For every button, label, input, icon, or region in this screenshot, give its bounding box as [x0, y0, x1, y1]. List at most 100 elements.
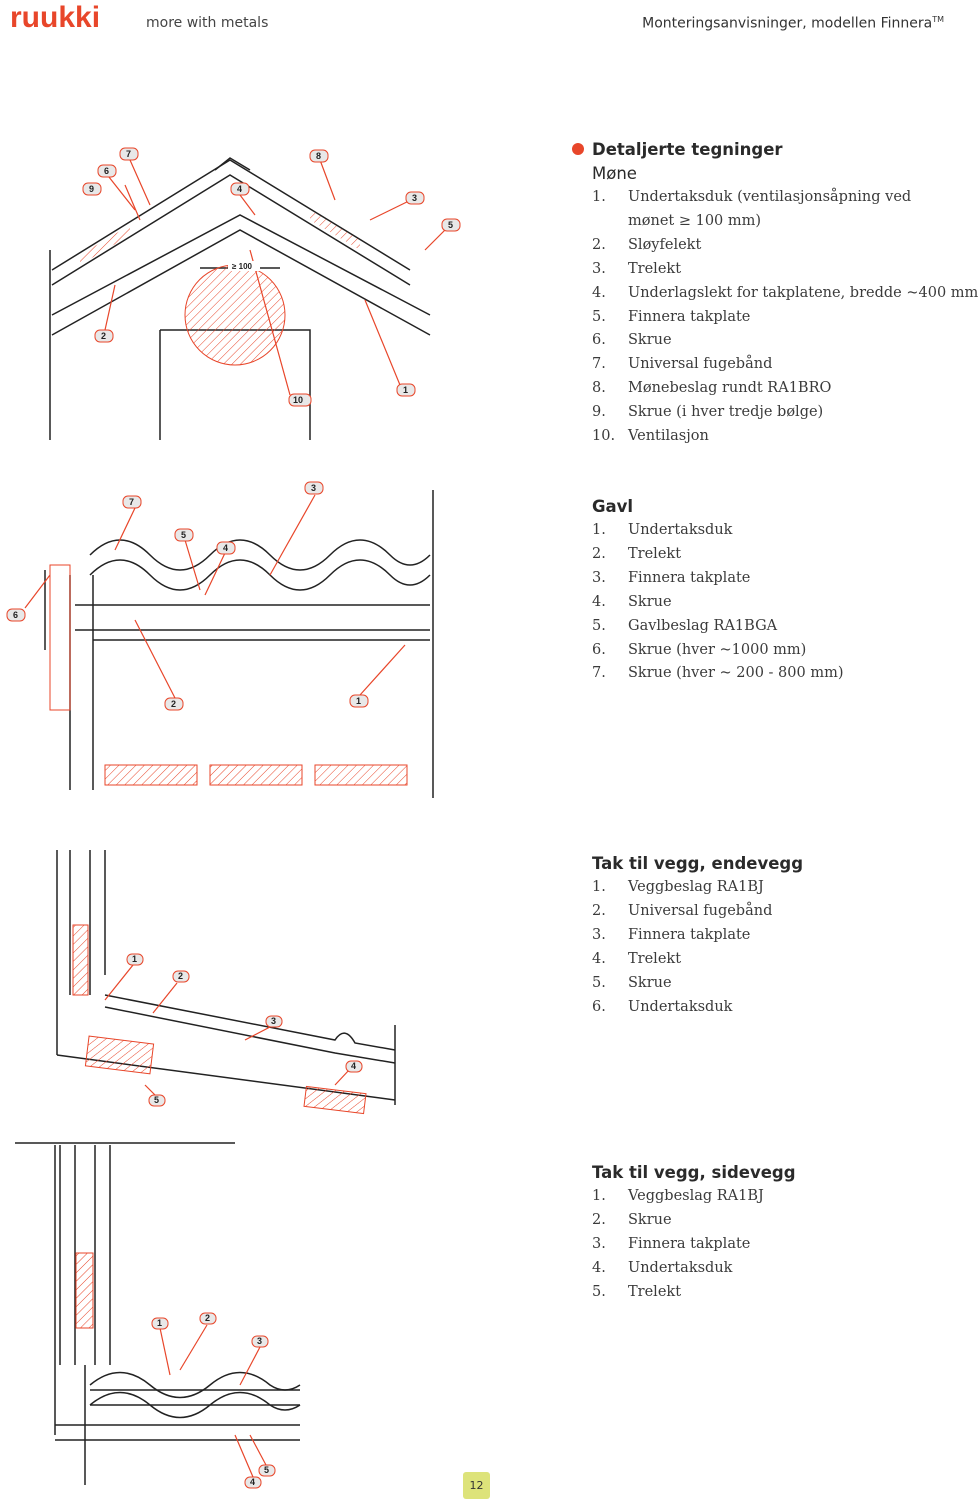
svg-text:1: 1: [403, 385, 408, 395]
list-item: 1.Undertaksduk (ventilasjonsåpning ved: [592, 189, 912, 205]
gable-drawing: 7 3 5 4 6 2 1: [6, 481, 434, 798]
callout-3: 3: [304, 481, 324, 495]
section-bullet: [572, 143, 584, 155]
svg-text:4: 4: [223, 543, 228, 553]
page-number: 12: [463, 1472, 490, 1499]
list-item: 5.Gavlbeslag RA1BGA: [592, 617, 778, 634]
list-item: 2.Universal fugebånd: [592, 902, 773, 919]
svg-text:3: 3: [412, 193, 417, 203]
svg-text:2: 2: [178, 971, 183, 981]
callout-4: 4: [230, 182, 250, 196]
trademark: TM: [932, 15, 944, 24]
callout-6: 6: [97, 164, 117, 178]
callout-3: 3: [405, 191, 425, 205]
svg-text:8: 8: [316, 151, 321, 161]
callout-2: 2: [172, 970, 190, 983]
callout-4: 4: [244, 1476, 262, 1489]
section-sidewall: Tak til vegg, sidevegg 1.Veggbeslag RA1B…: [592, 1161, 796, 1305]
list-item: 7.Universal fugebånd: [592, 356, 773, 373]
callout-7: 7: [119, 147, 139, 161]
svg-text:2: 2: [171, 699, 176, 709]
svg-text:3: 3: [257, 1336, 262, 1346]
callout-1: 1: [396, 383, 416, 397]
callout-6: 6: [6, 608, 26, 622]
ruukki-logo: ruukki: [10, 1, 136, 34]
svg-text:1: 1: [157, 1318, 162, 1328]
callout-9: 9: [82, 182, 102, 196]
list-item: 3.Finnera takplate: [592, 569, 751, 586]
list-item: 5.Skrue: [592, 974, 672, 991]
list-item: 9.Skrue (i hver tredje bølge): [592, 404, 824, 421]
callout-5: 5: [148, 1094, 166, 1107]
list-item: 3.Finnera takplate: [592, 926, 751, 943]
callout-8: 8: [309, 149, 329, 163]
svg-text:6: 6: [104, 166, 109, 176]
list-item: 1.Undertaksduk: [592, 522, 733, 538]
section-subtitle: Møne: [592, 164, 637, 183]
list-item: 3.Finnera takplate: [592, 1235, 751, 1252]
list-item: 2.Sløyfelekt: [592, 236, 702, 253]
svg-text:3: 3: [311, 483, 316, 493]
callout-1: 1: [349, 694, 369, 708]
list-item: mønet ≥ 100 mm): [628, 212, 762, 229]
callout-2: 2: [94, 329, 114, 343]
svg-text:4: 4: [237, 184, 242, 194]
list-item: 10.Ventilasjon: [592, 428, 709, 445]
ridge-dimension-label: ≥ 100: [232, 262, 253, 271]
list-item: 4.Skrue: [592, 593, 672, 610]
svg-text:7: 7: [129, 497, 134, 507]
item-list: 1.Undertaksduk (ventilasjonsåpning ved m…: [592, 186, 978, 449]
section-ridge: Detaljerte tegninger Møne 1.Undertaksduk…: [592, 138, 978, 449]
list-item: 4.Trelekt: [592, 950, 682, 967]
svg-text:2: 2: [205, 1313, 210, 1323]
list-item: 1.Veggbeslag RA1BJ: [592, 1188, 764, 1204]
list-item: 5.Finnera takplate: [592, 308, 751, 325]
section-gable: Gavl 1.Undertaksduk 2.Trelekt 3.Finnera …: [592, 495, 843, 686]
svg-text:5: 5: [264, 1465, 269, 1475]
gable-callouts: 7 3 5 4 6 2 1: [6, 481, 369, 711]
svg-text:5: 5: [448, 220, 453, 230]
svg-text:5: 5: [181, 530, 186, 540]
logo-text: ruukki: [10, 1, 100, 34]
list-item: 1.Veggbeslag RA1BJ: [592, 879, 764, 895]
section-title: Detaljerte tegninger: [592, 140, 783, 159]
callout-3: 3: [251, 1335, 269, 1348]
svg-text:1: 1: [132, 954, 137, 964]
svg-text:4: 4: [250, 1477, 255, 1487]
svg-text:9: 9: [89, 184, 94, 194]
item-list: 1.Veggbeslag RA1BJ 2.Universal fugebånd …: [592, 876, 803, 1019]
callout-2: 2: [164, 697, 184, 711]
list-item: 4.Underlagslekt for takplatene, bredde ~…: [592, 284, 978, 301]
callout-5: 5: [441, 218, 461, 232]
svg-text:10: 10: [293, 395, 303, 405]
svg-text:5: 5: [154, 1095, 159, 1105]
endwall-callouts: 1 2 3 4 5: [126, 953, 363, 1107]
callout-3: 3: [265, 1015, 283, 1028]
list-item: 2.Trelekt: [592, 545, 682, 562]
callout-1: 1: [126, 953, 144, 966]
section-title: Tak til vegg, endevegg: [592, 854, 804, 873]
callout-7: 7: [122, 495, 142, 509]
ridge-callouts: 7 6 8 9 4 3 5 2 1 10: [82, 147, 461, 407]
callout-5: 5: [174, 528, 194, 542]
callout-10: 10: [288, 393, 312, 407]
list-item: 7.Skrue (hver ~ 200 - 800 mm): [592, 665, 844, 682]
callout-4: 4: [216, 541, 236, 555]
ridge-drawing: ≥ 100 7 6 8 9 4 3 5 2 1 10: [49, 147, 461, 440]
svg-text:4: 4: [351, 1061, 356, 1071]
section-endwall: Tak til vegg, endevegg 1.Veggbeslag RA1B…: [592, 852, 803, 1019]
endwall-drawing: 1 2 3 4 5: [56, 850, 396, 1115]
callout-4: 4: [345, 1060, 363, 1073]
list-item: 8.Mønebeslag rundt RA1BRO: [592, 380, 832, 397]
list-item: 6.Skrue (hver ~1000 mm): [592, 641, 807, 658]
tagline: more with metals: [146, 15, 269, 31]
list-item: 5.Trelekt: [592, 1283, 682, 1300]
svg-text:6: 6: [13, 610, 18, 620]
item-list: 1.Veggbeslag RA1BJ 2.Skrue 3.Finnera tak…: [592, 1185, 796, 1305]
sidewall-drawing: 1 2 3 4 5: [15, 1142, 301, 1489]
svg-text:2: 2: [101, 331, 106, 341]
section-title: Gavl: [592, 497, 634, 516]
svg-text:3: 3: [271, 1016, 276, 1026]
list-item: 3.Trelekt: [592, 260, 682, 277]
section-title: Tak til vegg, sidevegg: [592, 1163, 796, 1182]
